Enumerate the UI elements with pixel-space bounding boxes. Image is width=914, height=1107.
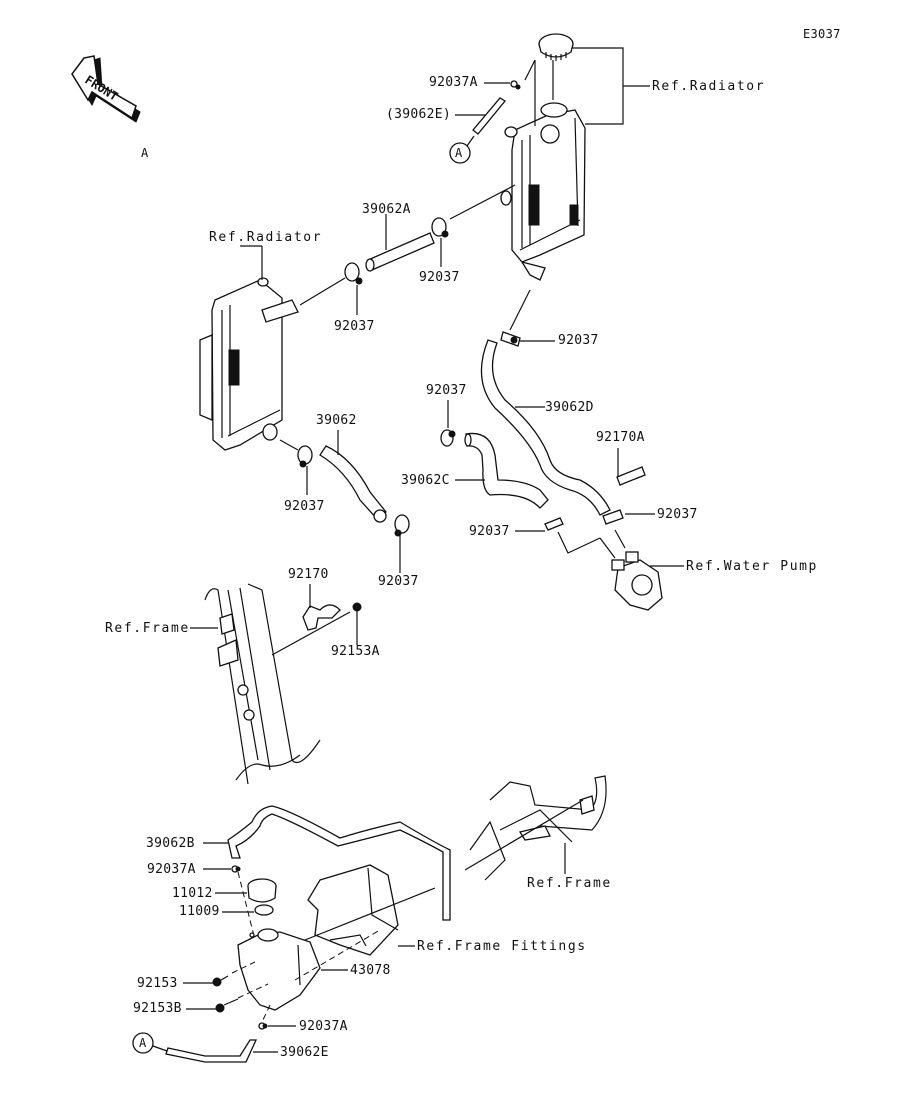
clip-92037A-mid: [231, 865, 241, 873]
label-92037-c[interactable]: 92037: [558, 333, 599, 348]
label-92037-f[interactable]: 92037: [469, 524, 510, 539]
clamp-d: [394, 514, 410, 537]
label-39062B[interactable]: 39062B: [146, 836, 195, 851]
reservoir-tank: [237, 928, 321, 1011]
label-11012[interactable]: 11012: [172, 886, 213, 901]
label-92153[interactable]: 92153: [137, 976, 178, 991]
marker-a-bottom-text: A: [139, 1036, 147, 1050]
label-92170[interactable]: 92170: [288, 567, 329, 582]
marker-a-bottom: [132, 1032, 154, 1054]
label-43078[interactable]: 43078: [350, 963, 391, 978]
label-39062[interactable]: 39062: [316, 413, 357, 428]
front-arrow-icon: FRONT: [71, 55, 141, 123]
label-92037-g[interactable]: 92037: [657, 507, 698, 522]
clip-92037A-top: [510, 80, 521, 90]
label-ref-radiator-right[interactable]: Ref.Radiator: [652, 79, 766, 94]
label-92037-e[interactable]: 92037: [284, 499, 325, 514]
diagram-code: E3037: [803, 27, 841, 41]
label-92037-h[interactable]: 92037: [378, 574, 419, 589]
frame-left: [204, 583, 321, 785]
clamp-f: [440, 429, 456, 447]
radiator-right: [500, 33, 586, 281]
marker-a-top: [449, 142, 471, 164]
bolt-92153: [212, 975, 229, 987]
label-ref-frame-fittings[interactable]: Ref.Frame Fittings: [417, 939, 587, 954]
label-92170A[interactable]: 92170A: [596, 430, 645, 445]
bolt-92153A: [352, 602, 362, 612]
label-11009[interactable]: 11009: [179, 904, 220, 919]
label-92037A-mid[interactable]: 92037A: [147, 862, 196, 877]
water-pump: [611, 551, 663, 611]
label-92037-b[interactable]: 92037: [334, 319, 375, 334]
clamp-e: [500, 331, 521, 347]
radiator-left: [199, 277, 299, 451]
marker-a-top-label: A: [141, 146, 149, 160]
label-39062D[interactable]: 39062D: [545, 400, 594, 415]
label-39062C[interactable]: 39062C: [401, 473, 450, 488]
bolt-92153B: [215, 998, 239, 1013]
label-39062A[interactable]: 39062A: [362, 202, 411, 217]
clamp-a: [431, 217, 449, 238]
label-39062E-top[interactable]: (39062E): [386, 107, 452, 122]
label-92037A-bottom[interactable]: 92037A: [299, 1019, 348, 1034]
label-92037-d[interactable]: 92037: [426, 383, 467, 398]
label-92037-a[interactable]: 92037: [419, 270, 460, 285]
label-39062E-bottom[interactable]: 39062E: [280, 1045, 329, 1060]
frame-right: [469, 775, 607, 881]
clip-92037A-bottom: [258, 1022, 268, 1030]
clamp-c: [297, 445, 313, 468]
label-ref-radiator-left[interactable]: Ref.Radiator: [209, 230, 323, 245]
label-ref-frame-right[interactable]: Ref.Frame: [527, 876, 612, 891]
label-92037A-top[interactable]: 92037A: [429, 75, 478, 90]
clamp-b: [344, 262, 363, 285]
label-ref-frame-left[interactable]: Ref.Frame: [105, 621, 190, 636]
label-ref-water-pump[interactable]: Ref.Water Pump: [686, 559, 818, 574]
label-92153B[interactable]: 92153B: [133, 1001, 182, 1016]
label-92153A[interactable]: 92153A: [331, 644, 380, 659]
frame-fittings: [307, 864, 399, 956]
marker-a-top-text: A: [455, 146, 463, 160]
